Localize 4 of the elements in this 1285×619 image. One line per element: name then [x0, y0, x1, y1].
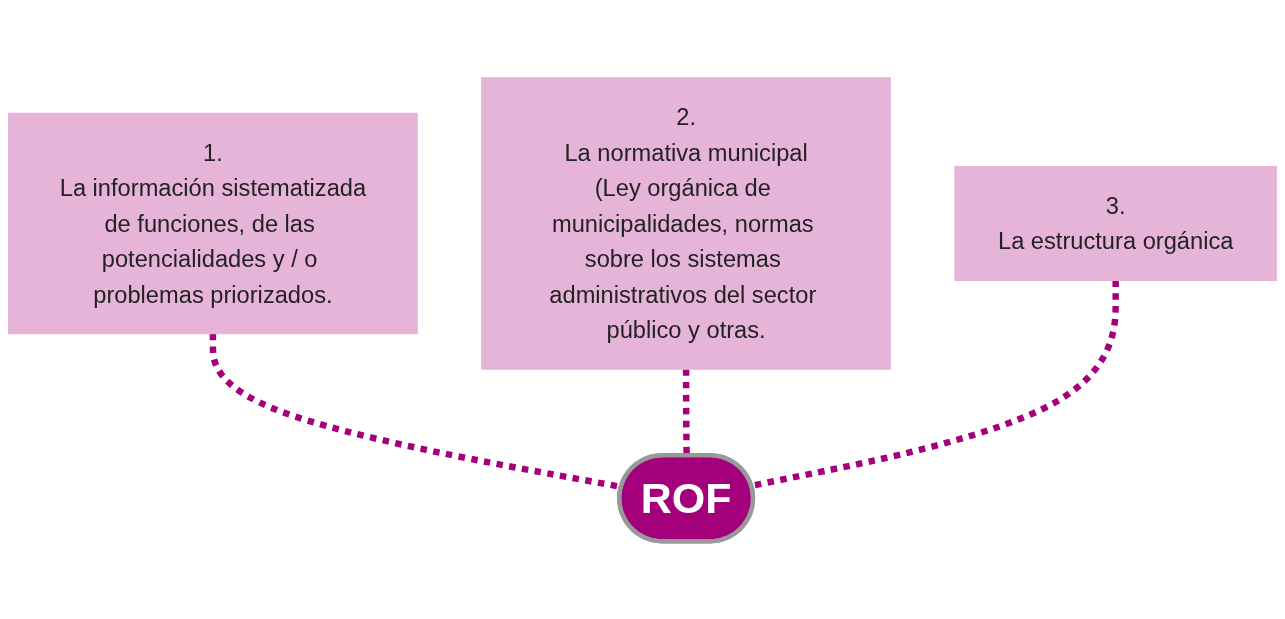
connector	[682, 369, 690, 456]
node-box: 2. La normativa municipal (Ley orgánica de municipalidades, normas sobre los sistemas administrativos del sector público y otras.	[481, 77, 891, 370]
node-box: 3. La estructura orgánica	[954, 165, 1277, 281]
node-box: 1. La información sistematizada de funciones, de las potencialidades y / o problemas priorizados.	[8, 112, 418, 335]
